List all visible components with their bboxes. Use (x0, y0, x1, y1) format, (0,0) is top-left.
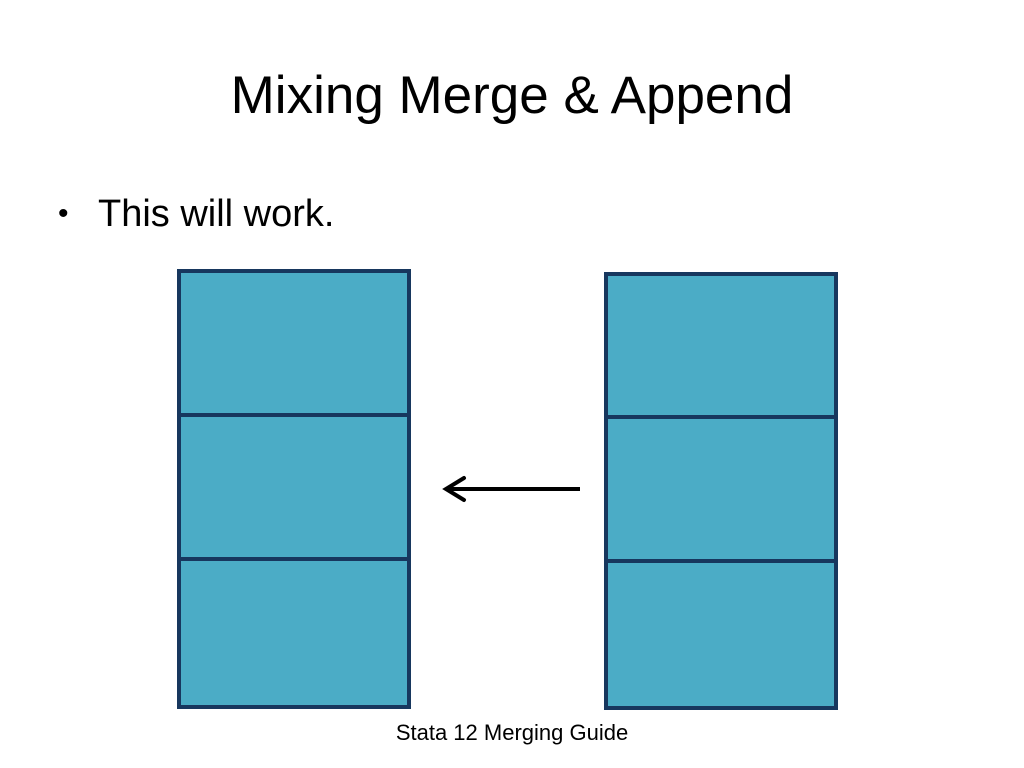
bullet-list: • This will work. (58, 190, 334, 238)
arrow-head (442, 476, 466, 502)
bullet-item: • This will work. (58, 190, 334, 238)
right-block-row (608, 563, 834, 706)
left-arrow-icon (442, 476, 580, 502)
slide-title: Mixing Merge & Append (230, 66, 794, 125)
left-block-row (181, 273, 407, 417)
left-block-row (181, 417, 407, 561)
right-dataset-block (604, 272, 838, 710)
bullet-marker: • (58, 197, 69, 230)
left-dataset-block (177, 269, 411, 709)
bullet-text: This will work. (98, 193, 335, 235)
right-block-row (608, 276, 834, 420)
left-block-row (181, 561, 407, 705)
right-block-row (608, 419, 834, 563)
slide-footer: Stata 12 Merging Guide (395, 720, 629, 745)
